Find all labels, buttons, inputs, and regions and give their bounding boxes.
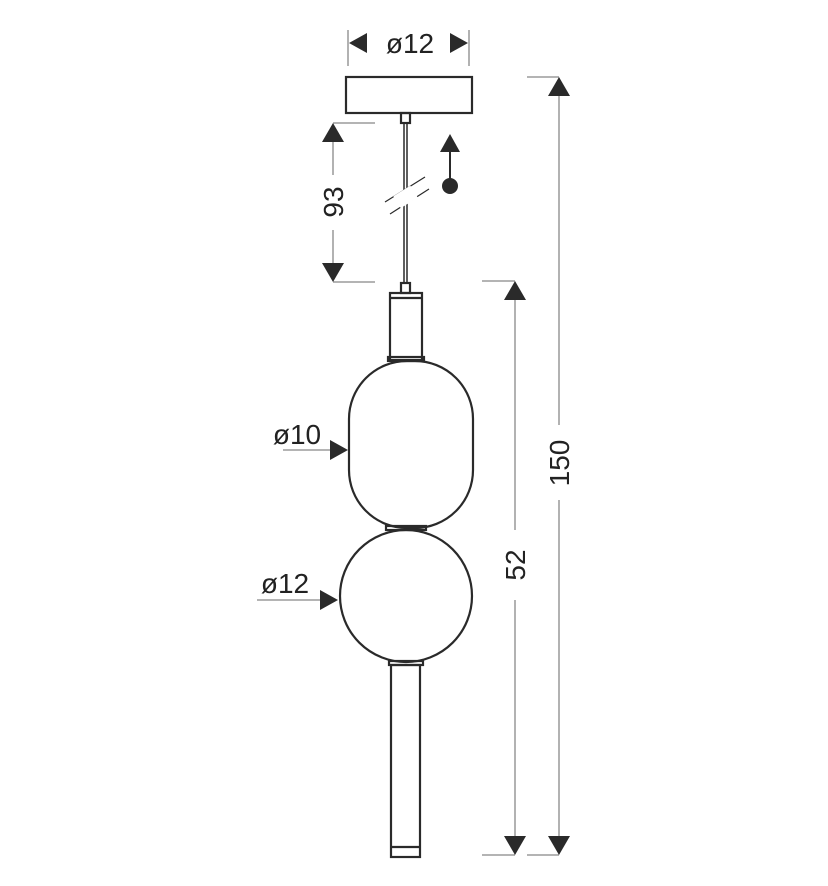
suspension-cable <box>384 111 430 295</box>
body-height-label: 52 <box>500 549 531 580</box>
lower-tube <box>387 659 425 859</box>
cable-length-dimension: 93 <box>318 122 375 283</box>
total-height-dimension: 150 <box>527 76 575 856</box>
cable-length-label: 93 <box>318 186 349 217</box>
lower-shade-diameter-label: ø12 <box>261 568 309 599</box>
height-adjustable-icon <box>440 134 460 194</box>
lower-sphere-shade <box>338 528 474 664</box>
canopy-diameter-label: ø12 <box>386 28 434 59</box>
upper-capsule-shade <box>347 359 475 530</box>
ceiling-canopy <box>344 75 474 115</box>
upper-shade-diameter-dimension: ø10 <box>273 419 348 460</box>
canopy-diameter-dimension: ø12 <box>347 28 470 66</box>
total-height-label: 150 <box>544 440 575 487</box>
upper-tube <box>386 291 426 363</box>
upper-shade-diameter-label: ø10 <box>273 419 321 450</box>
lower-shade-diameter-dimension: ø12 <box>257 568 338 610</box>
body-height-dimension: 52 <box>482 280 531 856</box>
